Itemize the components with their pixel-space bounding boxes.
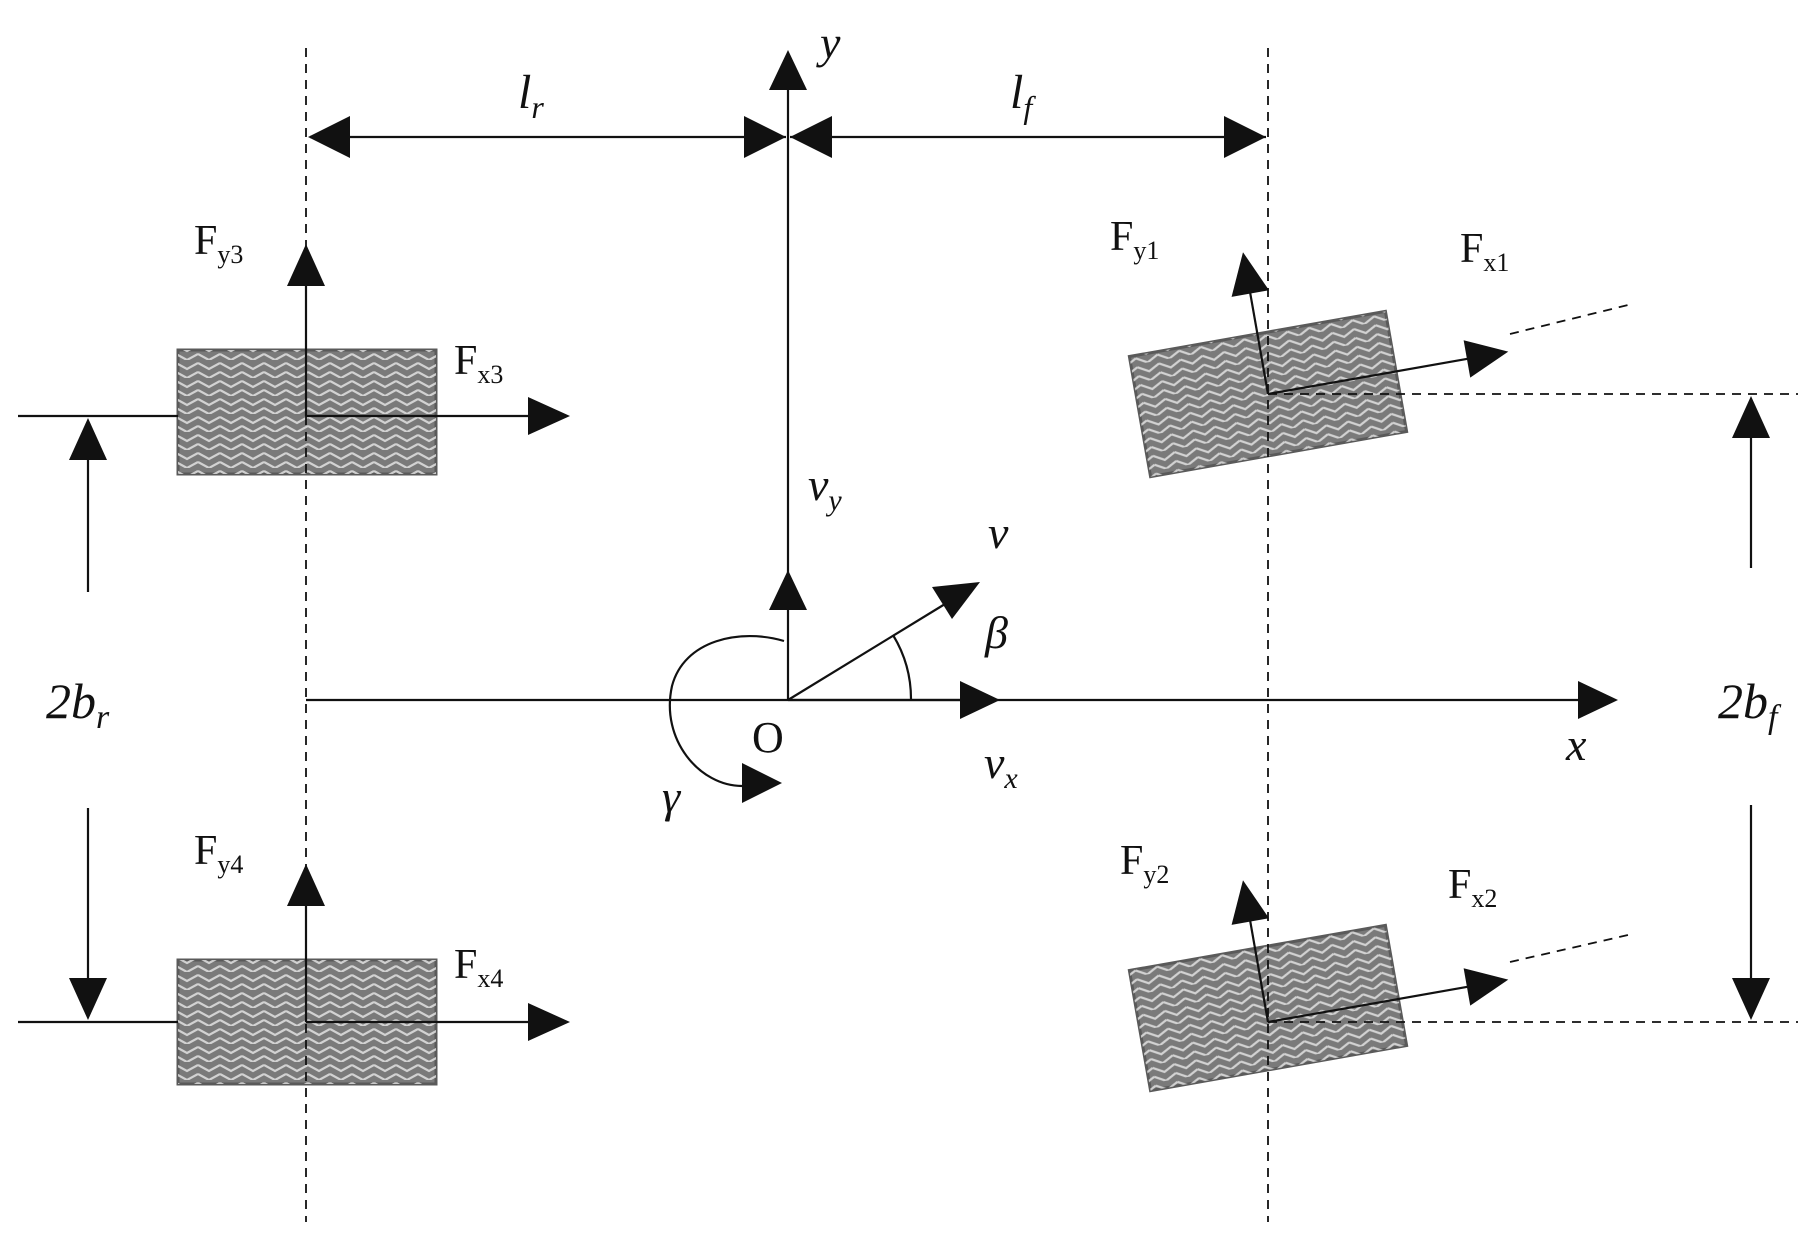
gamma-arrowhead bbox=[742, 763, 782, 803]
fy1-arrowhead bbox=[1231, 252, 1269, 297]
bf-upper-arrowhead bbox=[1732, 396, 1770, 438]
br-main: 2b bbox=[46, 673, 96, 729]
bf-main: 2b bbox=[1718, 673, 1768, 729]
vy-arrowhead bbox=[769, 570, 807, 610]
fx4-sub: x4 bbox=[477, 964, 503, 993]
vy-main: v bbox=[808, 459, 829, 510]
lr-sub: r bbox=[531, 89, 544, 125]
lf-label: lf bbox=[1010, 66, 1036, 125]
fx2-arrowhead bbox=[1463, 968, 1509, 1006]
beta-label: β bbox=[984, 607, 1008, 658]
beta-angle-arc bbox=[892, 634, 913, 701]
y-axis-label: y bbox=[816, 17, 841, 68]
fx3-main: F bbox=[454, 338, 477, 384]
fy4-sub: y4 bbox=[217, 850, 243, 879]
fx4-arrowhead bbox=[528, 1003, 570, 1041]
fx1-arrow-shaft bbox=[1267, 357, 1470, 396]
lr-main: l bbox=[518, 66, 531, 119]
lf-sub: f bbox=[1023, 89, 1036, 125]
fy1-label: Fy1 bbox=[1110, 214, 1159, 265]
fy3-sub: y3 bbox=[217, 240, 243, 269]
lf-right-arrowhead bbox=[1224, 116, 1266, 158]
origin-label: O bbox=[752, 713, 784, 762]
fy2-arrowhead bbox=[1231, 880, 1269, 925]
v-arrow-shaft bbox=[787, 603, 946, 701]
fy2-arrow-shaft bbox=[1248, 919, 1270, 1023]
fx3-arrowhead bbox=[528, 397, 570, 435]
fy1-arrow-shaft bbox=[1248, 291, 1270, 395]
fx1-heading-dashed-line bbox=[1509, 304, 1629, 335]
fx2-label: Fx2 bbox=[1448, 862, 1497, 913]
x-axis-label: x bbox=[1565, 719, 1587, 770]
fy1-sub: y1 bbox=[1133, 236, 1159, 265]
fx1-label: Fx1 bbox=[1460, 226, 1509, 277]
fy2-main: F bbox=[1120, 838, 1143, 884]
vx-main: v bbox=[984, 737, 1005, 788]
vx-arrowhead bbox=[960, 681, 1000, 719]
fx3-sub: x3 bbox=[477, 360, 503, 389]
fy3-label: Fy3 bbox=[194, 218, 243, 269]
vx-label: vx bbox=[984, 737, 1018, 795]
fx4-label: Fx4 bbox=[454, 942, 503, 993]
vy-label: vy bbox=[808, 459, 842, 517]
fx2-main: F bbox=[1448, 862, 1471, 908]
vy-sub: y bbox=[825, 484, 842, 517]
lr-left-arrowhead bbox=[308, 116, 350, 158]
x-axis-arrowhead bbox=[1578, 681, 1618, 719]
y-axis-arrowhead bbox=[769, 50, 807, 90]
fx2-heading-dashed-line bbox=[1509, 934, 1629, 963]
fx3-label: Fx3 bbox=[454, 338, 503, 389]
v-arrowhead bbox=[932, 582, 980, 619]
gamma-yaw-arc bbox=[668, 635, 785, 788]
fy1-main: F bbox=[1110, 214, 1133, 260]
br-upper-arrowhead bbox=[69, 418, 107, 460]
br-lower-arrowhead bbox=[69, 978, 107, 1020]
fy2-sub: y2 bbox=[1143, 860, 1169, 889]
fy4-label: Fy4 bbox=[194, 828, 243, 879]
fx4-main: F bbox=[454, 942, 477, 988]
gamma-label: γ bbox=[662, 771, 682, 822]
fx2-sub: x2 bbox=[1471, 884, 1497, 913]
fy3-arrowhead bbox=[287, 244, 325, 286]
lr-label: lr bbox=[518, 66, 544, 125]
fy4-main: F bbox=[194, 828, 217, 874]
fx1-sub: x1 bbox=[1483, 248, 1509, 277]
fy2-label: Fy2 bbox=[1120, 838, 1169, 889]
fx2-arrow-shaft bbox=[1267, 985, 1470, 1024]
front-right-forces bbox=[1231, 880, 1509, 1024]
fy4-arrowhead bbox=[287, 864, 325, 906]
bf-label: 2bf bbox=[1718, 673, 1782, 736]
fx1-arrowhead bbox=[1463, 340, 1509, 378]
v-label: v bbox=[988, 507, 1009, 558]
vx-sub: x bbox=[1003, 762, 1018, 795]
front-left-forces bbox=[1231, 252, 1509, 396]
br-label: 2br bbox=[46, 673, 110, 736]
bf-sub: f bbox=[1768, 699, 1782, 736]
lr-right-arrowhead bbox=[744, 116, 786, 158]
lf-main: l bbox=[1010, 66, 1023, 119]
fy3-main: F bbox=[194, 218, 217, 264]
lf-left-arrowhead bbox=[790, 116, 832, 158]
bf-lower-arrowhead bbox=[1732, 978, 1770, 1020]
fx1-main: F bbox=[1460, 226, 1483, 272]
br-sub: r bbox=[96, 699, 110, 736]
